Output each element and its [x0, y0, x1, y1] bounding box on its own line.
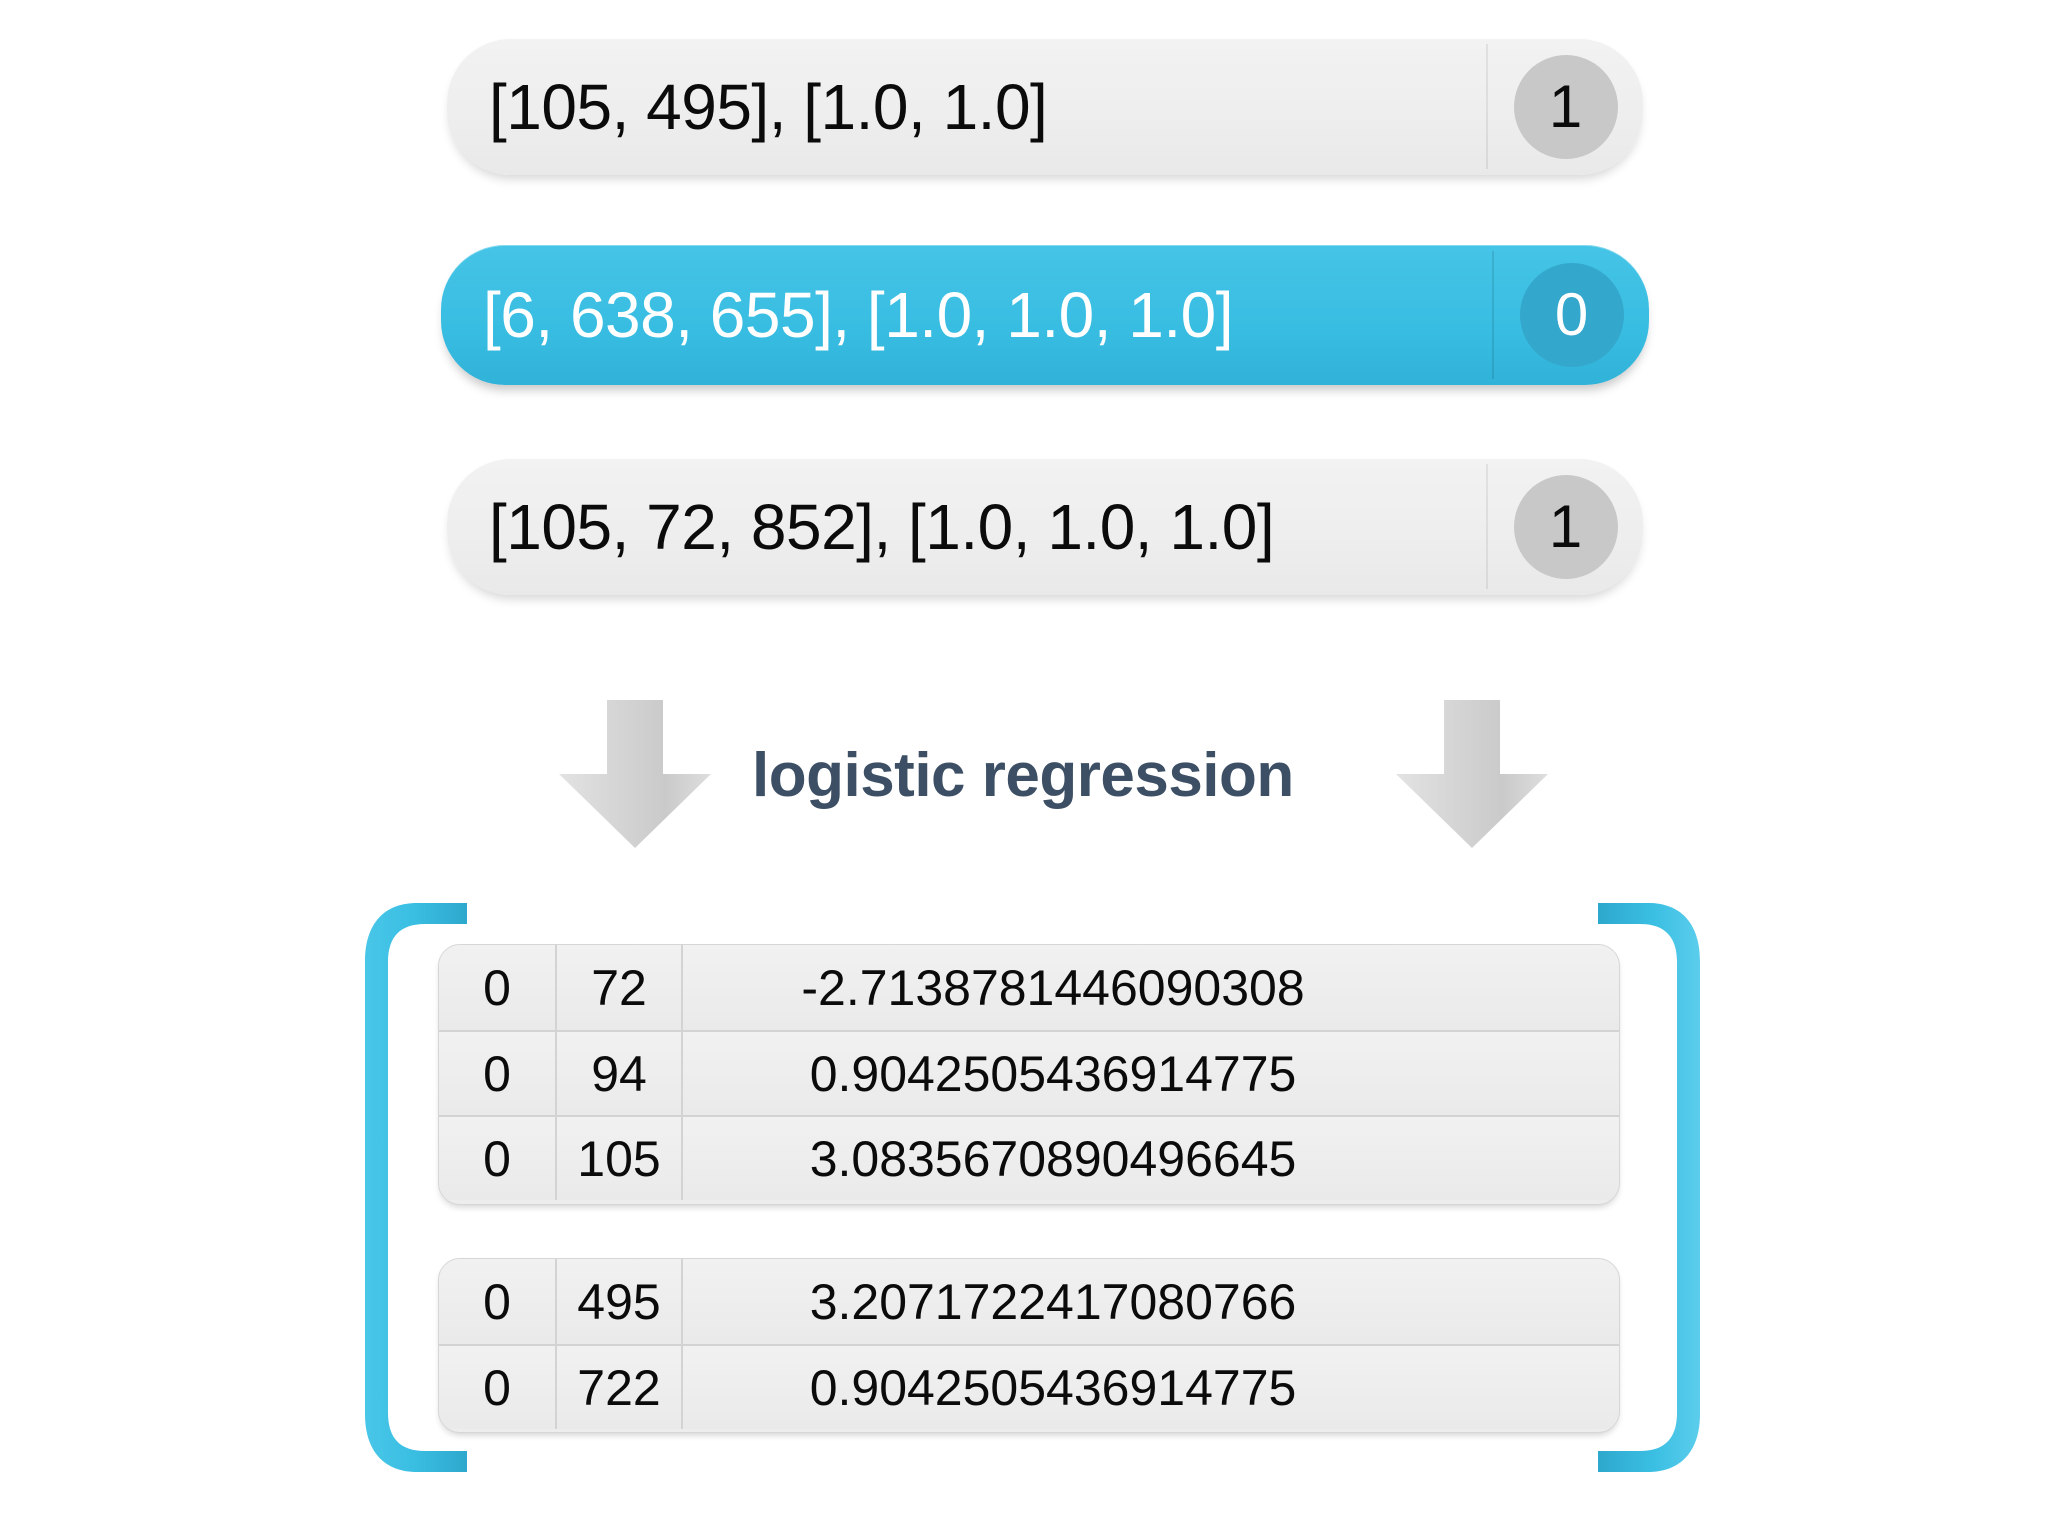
cell-coefficient: 0.9042505436914775: [809, 1359, 1297, 1416]
input-row-2-badge-cell: 0: [1494, 245, 1649, 385]
status-badge: 1: [1513, 54, 1618, 159]
cell-coefficient: 0.9042505436914775: [809, 1045, 1297, 1102]
table-row[interactable]: 0 105 3.0835670890496645: [439, 1115, 1619, 1200]
cell-class-label: 0: [439, 945, 557, 1030]
input-row-3[interactable]: [105, 72, 852], [1.0, 1.0, 1.0] 1: [447, 458, 1643, 595]
cell-coefficient: 3.0835670890496645: [809, 1130, 1297, 1187]
input-row-1-badge-cell: 1: [1488, 38, 1643, 175]
cell-coefficient: -2.7138781446090308: [801, 959, 1305, 1016]
cell-feature-index: 722: [557, 1346, 683, 1429]
cell-class-label: 0: [439, 1259, 557, 1344]
input-row-2[interactable]: [6, 638, 655], [1.0, 1.0, 1.0] 0: [441, 245, 1649, 385]
cell-class-label: 0: [439, 1032, 557, 1115]
input-row-3-badge-cell: 1: [1488, 458, 1643, 595]
cell-class-label: 0: [439, 1346, 557, 1429]
coefficients-table-2: 0 495 3.2071722417080766 0 722 0.9042505…: [438, 1258, 1620, 1433]
table-row[interactable]: 0 495 3.2071722417080766: [439, 1259, 1619, 1344]
table-row[interactable]: 0 722 0.9042505436914775: [439, 1344, 1619, 1429]
input-row-3-body: [105, 72, 852], [1.0, 1.0, 1.0]: [447, 458, 1488, 595]
cell-feature-index: 94: [557, 1032, 683, 1115]
cell-coefficient: 3.2071722417080766: [809, 1273, 1297, 1330]
status-badge: 0: [1519, 263, 1624, 367]
input-row-1[interactable]: [105, 495], [1.0, 1.0] 1: [447, 38, 1643, 175]
cell-feature-index: 495: [557, 1259, 683, 1344]
cell-feature-index: 105: [557, 1117, 683, 1200]
cell-class-label: 0: [439, 1117, 557, 1200]
input-row-2-body: [6, 638, 655], [1.0, 1.0, 1.0]: [441, 245, 1494, 385]
table-row[interactable]: 0 94 0.9042505436914775: [439, 1030, 1619, 1115]
cell-feature-index: 72: [557, 945, 683, 1030]
input-row-3-text: [105, 72, 852], [1.0, 1.0, 1.0]: [489, 490, 1275, 563]
transform-label: logistic regression: [752, 741, 1294, 810]
coefficients-table-1: 0 72 -2.7138781446090308 0 94 0.90425054…: [438, 944, 1620, 1205]
close-bracket-icon: [1598, 903, 1700, 1472]
table-row[interactable]: 0 72 -2.7138781446090308: [439, 945, 1619, 1030]
open-bracket-icon: [365, 903, 467, 1472]
down-arrow-icon: [559, 700, 711, 848]
down-arrow-icon: [1396, 700, 1548, 848]
status-badge: 1: [1513, 474, 1618, 579]
input-row-1-text: [105, 495], [1.0, 1.0]: [489, 70, 1048, 143]
input-row-2-text: [6, 638, 655], [1.0, 1.0, 1.0]: [483, 279, 1234, 351]
input-row-1-body: [105, 495], [1.0, 1.0]: [447, 38, 1488, 175]
